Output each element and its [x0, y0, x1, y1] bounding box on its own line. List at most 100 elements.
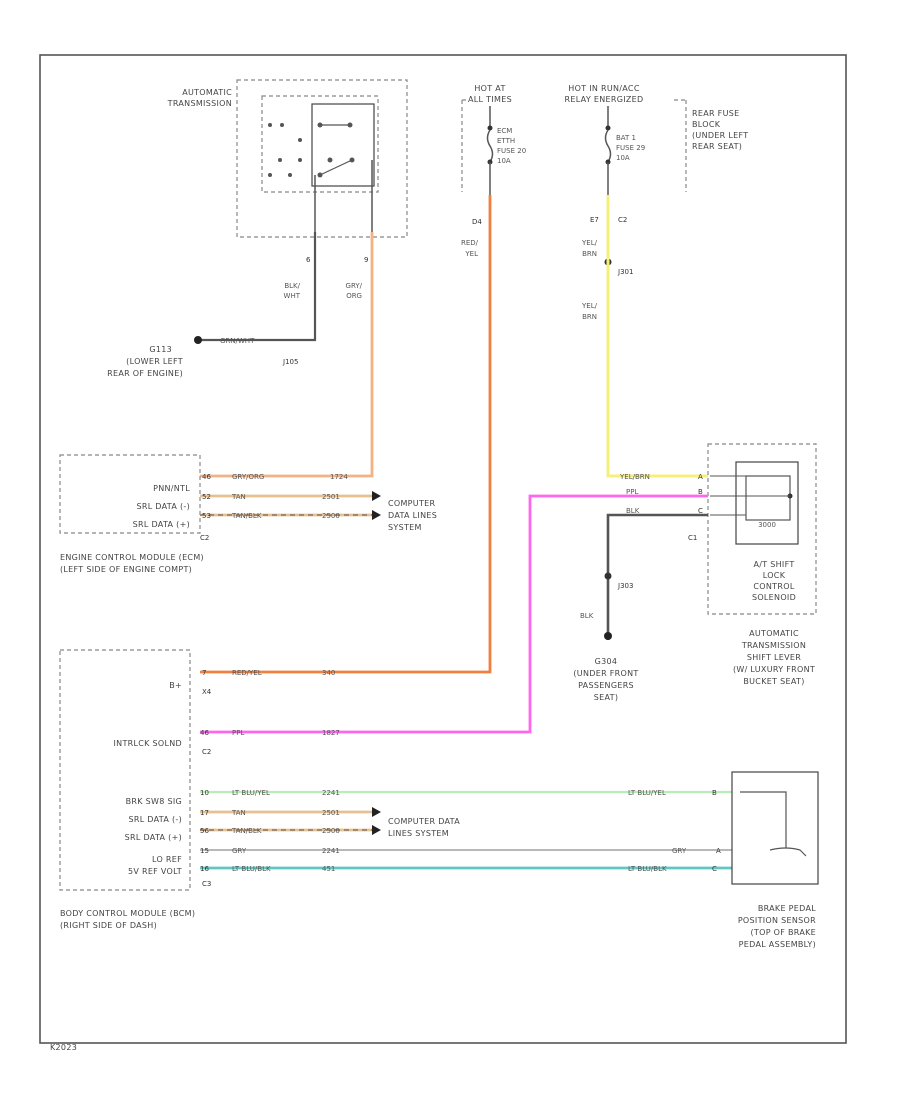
- brake-row-3-color: LT BLU/BLK: [628, 865, 667, 873]
- shift-lock-connector: C1: [688, 534, 697, 542]
- bcm-row-6-circuit: 2241: [322, 847, 340, 855]
- ecm-row-2-color: TAN: [231, 493, 246, 501]
- figure-id: K2023: [50, 1043, 77, 1052]
- bat-splice-label: J301: [617, 268, 633, 276]
- wire-red-yel: [200, 195, 492, 674]
- ecm-fuse-color-1: RED/: [461, 239, 479, 247]
- ground-g304-label-1: G304: [595, 657, 618, 666]
- ground-g304-wire: BLK: [580, 612, 594, 620]
- bcm-row-4-pin: 17: [200, 809, 209, 817]
- fuse-bat-label-3: 10A: [616, 154, 630, 162]
- bcm-row-7-circuit: 451: [322, 865, 335, 873]
- fuse-ecm-label-1: ECM: [497, 127, 512, 135]
- hot-in-run-label-2: RELAY ENERGIZED: [565, 95, 644, 104]
- ground-g113-label-3: REAR OF ENGINE): [107, 369, 183, 378]
- ecm-connector: C2: [200, 534, 209, 542]
- bcm-connector-c3: C3: [202, 880, 211, 888]
- fuse-ecm-label-2: ETTH: [497, 137, 515, 145]
- bcm-row-6-color: GRY: [232, 847, 247, 855]
- bcm-row-1-label: B+: [169, 681, 182, 690]
- fuse-ecm-element: [486, 129, 494, 163]
- ecm-row-2-label: SRL DATA (-): [136, 502, 190, 511]
- bcm-row-1-circuit: 340: [322, 669, 335, 677]
- at-left-pin: 6: [306, 256, 311, 264]
- rear-fuse-block-label-4: REAR SEAT): [692, 142, 742, 151]
- bcm-label-1: BODY CONTROL MODULE (BCM): [60, 909, 195, 918]
- brake-sensor-element: [740, 791, 787, 832]
- bcm-row-5-color: TAN/BLK: [231, 827, 262, 835]
- ecm-fuse-pin: D4: [472, 218, 482, 226]
- ecm-row-1-label: PNN/NTL: [153, 484, 190, 493]
- automatic-transmission: AUTOMATIC TRANSMISSION: [167, 79, 408, 238]
- ground-g113-splice: J105: [282, 358, 298, 366]
- shift-lock-inner-label: 3000: [758, 521, 776, 529]
- wire-ppl-shift-lock: [200, 494, 708, 734]
- ground-g304-label-2: (UNDER FRONT: [573, 669, 638, 678]
- shift-lock-label-4: SOLENOID: [752, 593, 796, 602]
- bcm-row-1-color: RED/YEL: [232, 669, 262, 677]
- shift-lever-label-5: BUCKET SEAT): [743, 677, 804, 686]
- bcm-row-5-circuit: 2500: [322, 827, 340, 835]
- ecm-row-1-circuit: 1724: [330, 473, 348, 481]
- bcm-row-2-label: INTRLCK SOLND: [114, 739, 183, 748]
- brake-pedal-label-3: (TOP OF BRAKE: [750, 928, 816, 937]
- bcm-row-1-pin: 7: [202, 669, 206, 677]
- automatic-transmission-label-1: AUTOMATIC: [182, 88, 232, 97]
- shift-lever-label-2: TRANSMISSION: [741, 641, 806, 650]
- ecm-data-arrow-1: [372, 491, 381, 501]
- transmission-switch-outline: [261, 95, 379, 193]
- shift-lock-coil: [745, 475, 791, 521]
- ecm-row-1-color: GRY/ORG: [232, 473, 264, 481]
- bcm-row-7-label: 5V REF VOLT: [128, 867, 182, 876]
- ecm-row-3-color: TAN/BLK: [231, 512, 262, 520]
- bcm-row-2-color: PPL: [232, 729, 244, 737]
- ground-g113-terminal: [194, 336, 202, 344]
- wire-gry-org: [200, 232, 374, 478]
- ecm-row-2-circuit: 2501: [322, 493, 340, 501]
- ground-g304-label-3: PASSENGERS: [578, 681, 634, 690]
- brake-sensor-wiper: [769, 847, 807, 857]
- at-right-color-2: ORG: [346, 292, 362, 300]
- bcm-connector-c2: C2: [202, 748, 211, 756]
- ecm-row-1-pin: 46: [202, 473, 211, 481]
- computer-data-2-label-1: COMPUTER DATA: [388, 817, 460, 826]
- ecm-row-2-pin: 52: [202, 493, 211, 501]
- transmission-switch-box: [311, 103, 375, 187]
- bat-fuse-color-1: YEL/: [581, 239, 598, 247]
- shift-lock-label-3: CONTROL: [753, 582, 794, 591]
- ground-g304-splice: J303: [617, 582, 633, 590]
- computer-data-1-label-1: COMPUTER: [388, 499, 436, 508]
- at-left-color-2: WHT: [284, 292, 301, 300]
- rear-fuse-block-label-1: REAR FUSE: [692, 109, 739, 118]
- brake-pedal-label-2: POSITION SENSOR: [738, 916, 816, 925]
- fuse-bat-top: [605, 125, 611, 131]
- bcm-data-arrow-1: [372, 807, 381, 817]
- bcm-row-3-color: LT BLU/YEL: [232, 789, 270, 797]
- rear-fuse-block-label-2: BLOCK: [692, 120, 721, 129]
- splice-j303: [604, 572, 612, 580]
- wire-blk-shift-lock: [606, 513, 708, 640]
- brake-pedal-sensor-box: [731, 771, 819, 885]
- fuse-ecm-top: [487, 125, 493, 131]
- brake-row-1-pin: B: [712, 789, 717, 797]
- bcm-row-3-pin: 10: [200, 789, 209, 797]
- bcm-row-2-pin: 46: [200, 729, 209, 737]
- brake-row-1-color: LT BLU/YEL: [628, 789, 666, 797]
- bat-lower-color-2: BRN: [582, 313, 597, 321]
- hot-in-run-label-1: HOT IN RUN/ACC: [568, 84, 640, 93]
- bat-fuse-connector: C2: [618, 216, 627, 224]
- wire-blk-wht: [200, 232, 317, 342]
- ecm-label-1: ENGINE CONTROL MODULE (ECM): [60, 553, 204, 562]
- wire-yel-brn: [606, 195, 708, 478]
- shift-lock-label-1: A/T SHIFT: [753, 560, 794, 569]
- fuse-ecm-label-4: 10A: [497, 157, 511, 165]
- transmission-switch-contacts: [268, 122, 355, 178]
- bcm-row-6-label: LO REF: [152, 855, 182, 864]
- fuse-bat-label-2: FUSE 29: [616, 144, 645, 152]
- shift-lock-row-3-color: BLK: [626, 507, 640, 515]
- ground-g304-label-4: SEAT): [594, 693, 619, 702]
- bcm-row-5-label: SRL DATA (+): [125, 833, 182, 842]
- automatic-transmission-outline: [236, 79, 408, 238]
- ecm-row-3-pin: 53: [202, 512, 211, 520]
